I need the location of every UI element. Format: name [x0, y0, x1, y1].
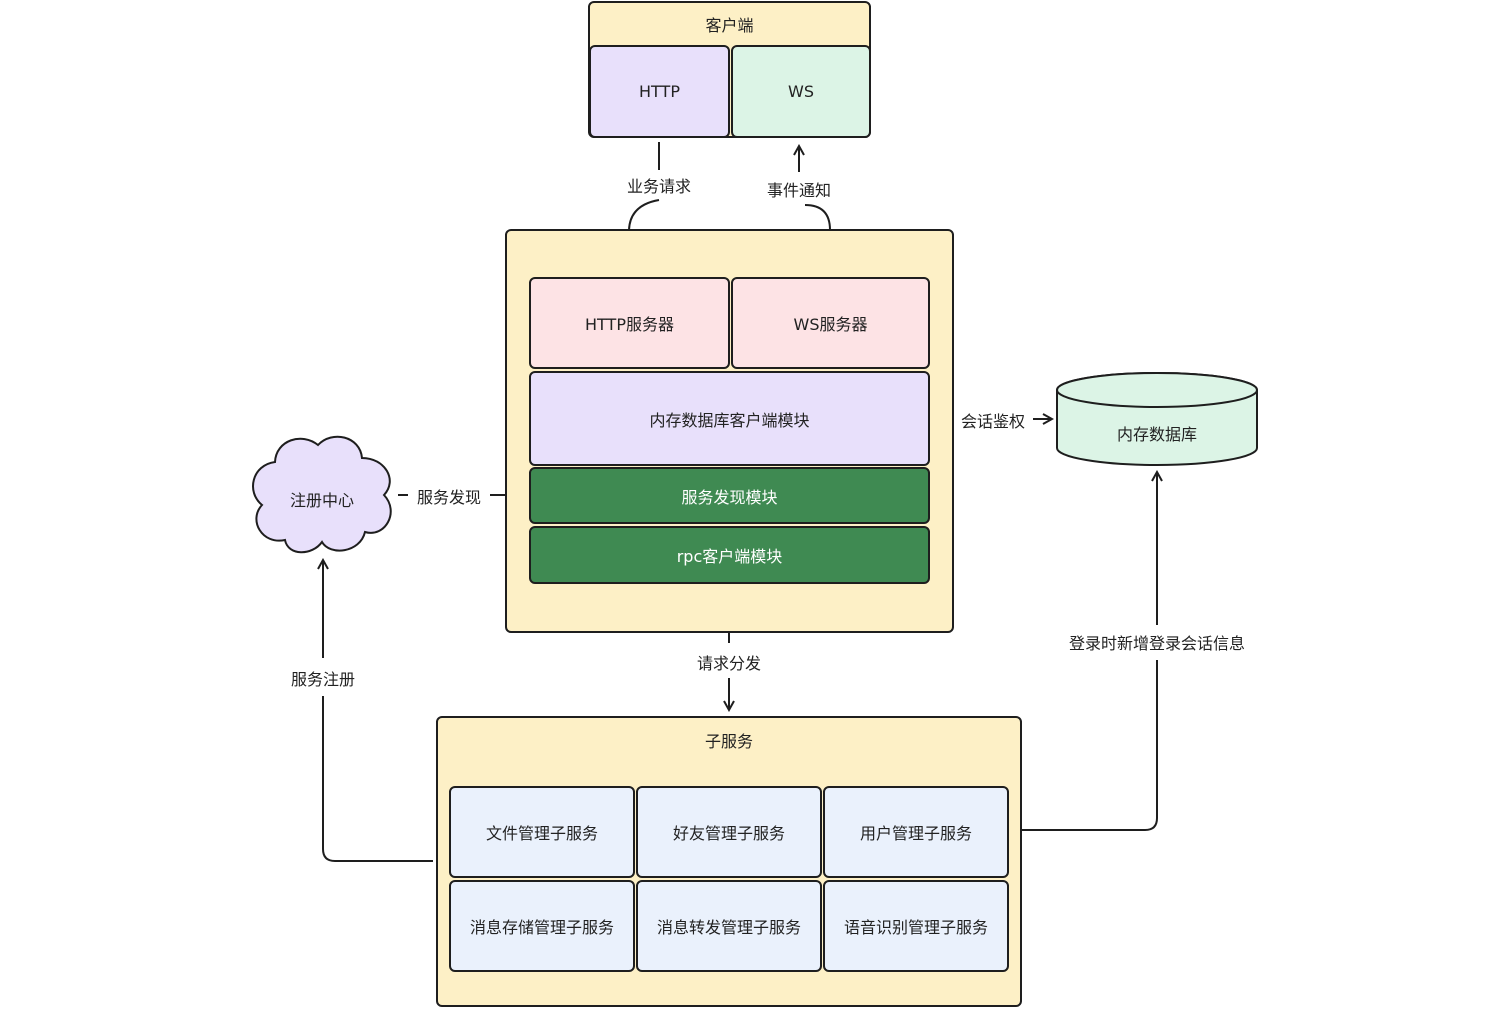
subservices-title: 子服务: [704, 732, 753, 751]
subservice-message-storage: 消息存储管理子服务: [449, 880, 635, 972]
subservice-message-forward: 消息转发管理子服务: [636, 880, 822, 972]
subservice-file: 文件管理子服务: [449, 786, 635, 878]
registry-label: 注册中心: [289, 491, 355, 510]
subservice-speech-recognition: 语音识别管理子服务: [823, 880, 1009, 972]
label-service-register: 服务注册: [286, 666, 360, 690]
memory-db-client-module: 内存数据库客户端模块: [529, 371, 930, 466]
label-session-auth: 会话鉴权: [956, 408, 1030, 432]
ws-server-box: WS服务器: [731, 277, 930, 369]
subservice-user: 用户管理子服务: [823, 786, 1009, 878]
edge-login-session: [1014, 660, 1158, 831]
ws-client-box: WS: [731, 45, 871, 138]
label-request-dispatch: 请求分发: [692, 650, 766, 674]
edge-service-register: [322, 696, 433, 862]
client-title: 客户端: [705, 16, 754, 35]
label-login-session: 登录时新增登录会话信息: [1064, 630, 1250, 654]
memory-db-label: 内存数据库: [1116, 425, 1198, 444]
cloud-shape: [252, 435, 392, 554]
http-client-box: HTTP: [589, 45, 730, 138]
subservice-friend: 好友管理子服务: [636, 786, 822, 878]
label-service-discovery: 服务发现: [412, 484, 486, 508]
label-business-request: 业务请求: [622, 173, 696, 197]
label-event-notify: 事件通知: [762, 177, 836, 201]
service-discovery-module: 服务发现模块: [529, 467, 930, 524]
http-server-box: HTTP服务器: [529, 277, 730, 369]
rpc-client-module: rpc客户端模块: [529, 526, 930, 584]
